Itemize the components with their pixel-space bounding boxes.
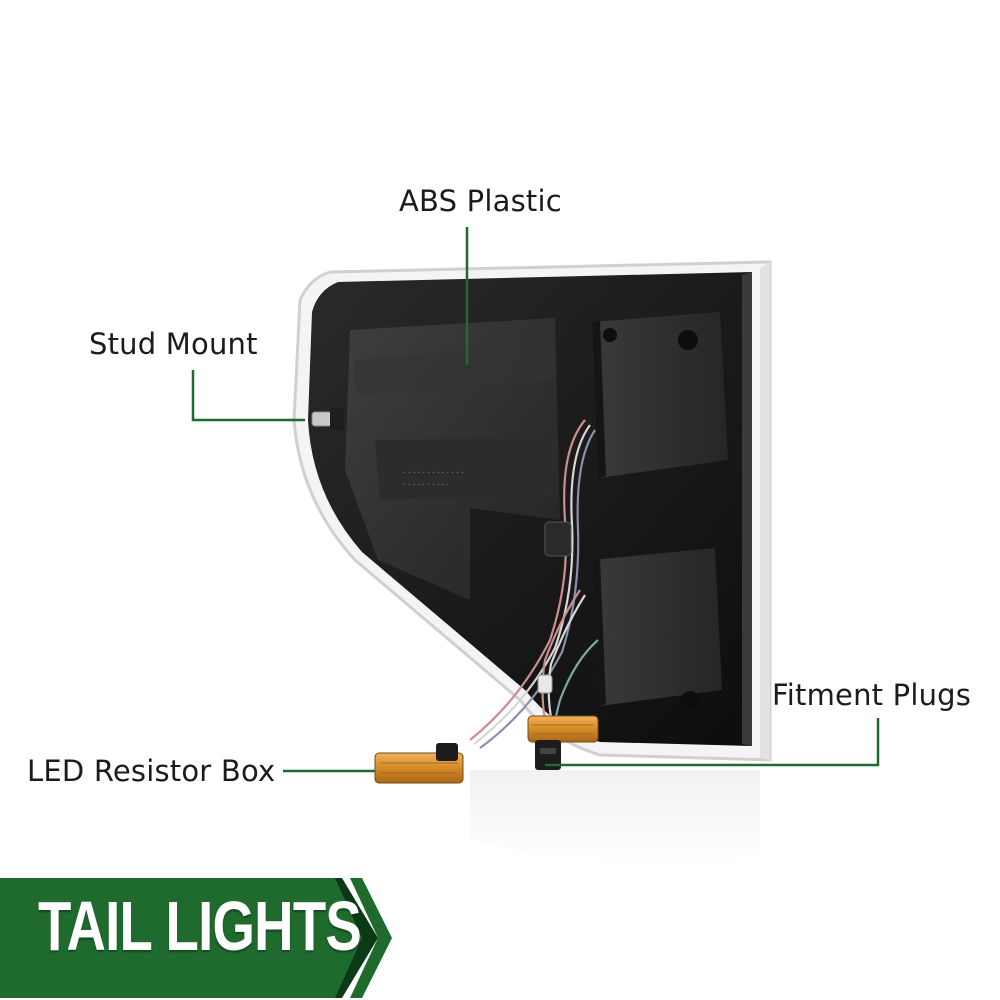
callout-lines [191, 227, 880, 773]
banner-title: TAIL LIGHTS [38, 887, 362, 965]
fitment-plug [535, 740, 561, 770]
abs-plastic-label: ABS Plastic [399, 184, 562, 218]
stud-mount-leader [191, 370, 305, 422]
svg-text:··········: ·········· [402, 480, 450, 489]
floor-reflection [470, 770, 760, 865]
stud-mount [311, 411, 333, 427]
stud-mount-label: Stud Mount [89, 327, 258, 361]
fitment-plugs-leader [545, 718, 880, 767]
led-resistor-box [374, 743, 464, 784]
resistor-box-2 [527, 715, 599, 743]
led-resistor-box-label: LED Resistor Box [27, 754, 276, 788]
chevron-right-icon [350, 878, 392, 998]
svg-text:·············: ············· [402, 468, 465, 477]
wiring-harness [469, 419, 599, 756]
tail-lights-banner [0, 878, 392, 998]
fitment-plugs-label: Fitment Plugs [772, 678, 972, 712]
